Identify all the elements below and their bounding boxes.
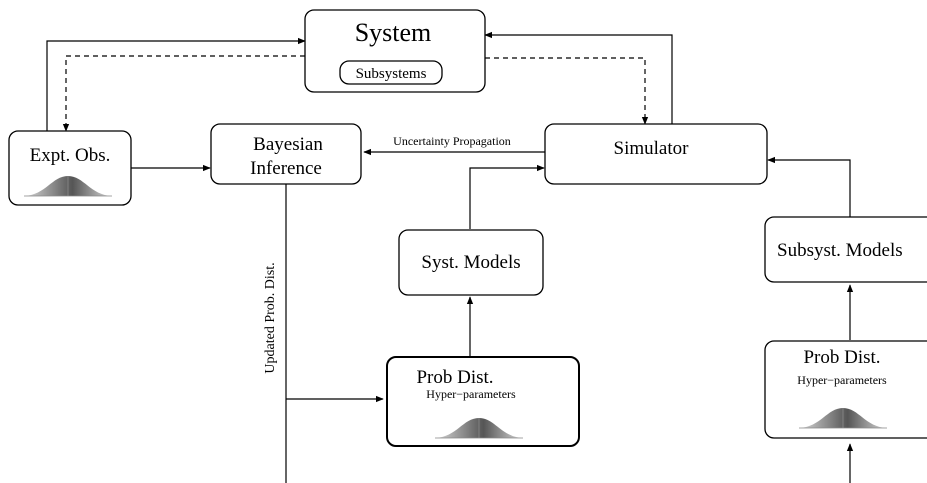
prob-dist-center-node: Prob Dist. Hyper−parameters (386, 356, 580, 447)
syst-models-node: Syst. Models (398, 229, 544, 296)
simulator-title: Simulator (614, 138, 690, 159)
bayesian-line2: Inference (250, 158, 322, 179)
expt-obs-node: Expt. Obs. (8, 130, 132, 206)
bayesian-inference-node: Bayesian Inference (210, 123, 362, 185)
prob-dist-right-title: Prob Dist. (803, 347, 880, 368)
prob-dist-right-node: Prob Dist. Hyper−parameters (764, 340, 927, 439)
bell-curve-icon (435, 418, 523, 439)
edge-simulator-to-system (484, 31, 673, 125)
prob-dist-center-sub: Hyper−parameters (426, 387, 516, 401)
edge-subsystmodels-to-simulator (767, 156, 851, 217)
prob-dist-right-sub: Hyper−parameters (797, 373, 887, 387)
system-title: System (355, 18, 432, 47)
subsystems-label: Subsystems (356, 66, 427, 82)
uncertainty-propagation-label: Uncertainty Propagation (393, 134, 511, 148)
updated-prob-dist-label: Updated Prob. Dist. (263, 262, 278, 373)
edge-system-to-simulator-dashed (485, 57, 649, 125)
syst-models-title: Syst. Models (421, 252, 520, 273)
expt-obs-title: Expt. Obs. (30, 145, 111, 166)
prob-dist-center-title: Prob Dist. (416, 367, 493, 388)
edge-exptobs-to-system (46, 37, 306, 138)
bell-curve-icon (24, 176, 112, 197)
system-node: System Subsystems (304, 9, 486, 93)
subsyst-models-node: Subsyst. Models (764, 216, 927, 283)
edge-system-to-exptobs-dashed (62, 55, 305, 132)
bayesian-line1: Bayesian (253, 134, 323, 155)
bell-curve-icon (799, 408, 887, 429)
subsyst-models-title: Subsyst. Models (777, 240, 903, 261)
simulator-node: Simulator (544, 123, 768, 185)
edge-systmodels-to-simulator (469, 164, 545, 229)
